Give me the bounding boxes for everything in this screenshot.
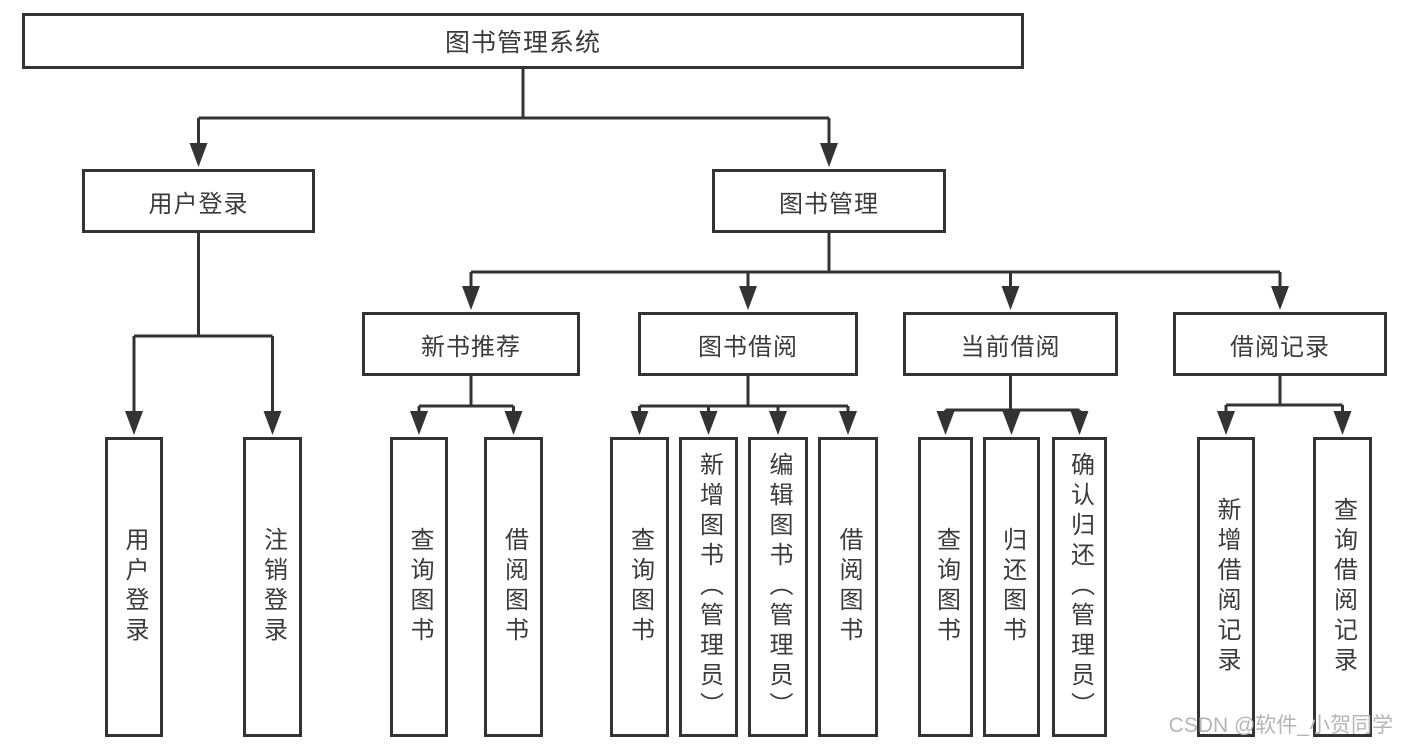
leaf-query-books-current-label: 查询图书 [932, 527, 960, 647]
leaf-borrow-books-recommend: 借阅图书 [484, 437, 543, 737]
leaf-query-borrow-record: 查询借阅记录 [1313, 437, 1372, 737]
leaf-add-borrow-record-label: 新增借阅记录 [1213, 497, 1240, 677]
node-user-login: 用户登录 [82, 169, 315, 233]
leaf-borrow-books-borrow: 借阅图书 [818, 437, 878, 737]
arrowhead-icons [125, 143, 1352, 435]
node-current-borrowing-label: 当前借阅 [960, 333, 1061, 361]
leaf-return-books-label: 归还图书 [998, 527, 1026, 647]
leaf-query-borrow-record-label: 查询借阅记录 [1329, 497, 1357, 677]
node-new-book-recommend: 新书推荐 [362, 312, 580, 376]
node-library-system: 图书管理系统 [22, 13, 1024, 69]
leaf-return-books: 归还图书 [983, 437, 1040, 737]
leaf-user-login-label: 用户登录 [121, 527, 148, 647]
leaf-edit-books-admin: 编辑图书（管理员） [748, 437, 808, 737]
leaf-query-books-recommend: 查询图书 [390, 437, 448, 737]
leaf-query-books-borrow: 查询图书 [610, 437, 669, 737]
node-borrowing-records: 借阅记录 [1173, 312, 1387, 376]
leaf-confirm-return-admin-label: 确认归还（管理员） [1066, 452, 1094, 722]
leaf-logout-label: 注销登录 [259, 527, 287, 647]
node-library-system-label: 图书管理系统 [444, 29, 601, 57]
leaf-borrow-books-borrow-label: 借阅图书 [835, 527, 862, 647]
node-borrowing-records-label: 借阅记录 [1230, 333, 1330, 361]
node-book-management-label: 图书管理 [779, 190, 879, 218]
leaf-user-login: 用户登录 [105, 437, 163, 737]
node-book-borrowing: 图书借阅 [638, 312, 858, 376]
leaf-edit-books-admin-label: 编辑图书（管理员） [765, 452, 792, 722]
leaf-add-books-admin: 新增图书（管理员） [679, 437, 738, 737]
leaf-logout: 注销登录 [243, 437, 302, 737]
node-new-book-recommend-label: 新书推荐 [421, 333, 521, 361]
leaf-query-books-current: 查询图书 [918, 437, 973, 737]
node-book-borrowing-label: 图书借阅 [698, 333, 798, 361]
node-current-borrowing: 当前借阅 [903, 312, 1118, 376]
node-user-login-label: 用户登录 [148, 190, 249, 218]
leaf-query-books-borrow-label: 查询图书 [626, 527, 654, 647]
leaf-query-books-recommend-label: 查询图书 [406, 527, 433, 647]
leaf-confirm-return-admin: 确认归还（管理员） [1052, 437, 1107, 737]
connector-stems [132, 69, 1344, 413]
node-book-management: 图书管理 [712, 169, 946, 233]
leaf-borrow-books-recommend-label: 借阅图书 [500, 527, 528, 647]
leaf-add-borrow-record: 新增借阅记录 [1197, 437, 1255, 737]
csdn-watermark: CSDN @软件_小贺同学 [1168, 714, 1393, 737]
leaf-add-books-admin-label: 新增图书（管理员） [695, 452, 723, 722]
